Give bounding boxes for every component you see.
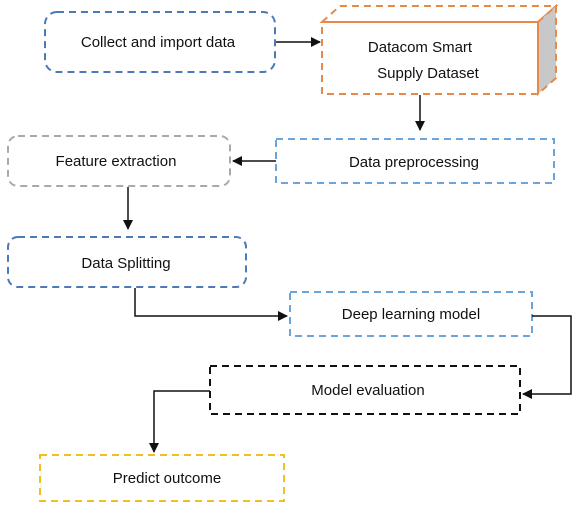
node-feature-extraction: Feature extraction bbox=[7, 135, 231, 187]
node-collect-box bbox=[44, 11, 276, 73]
node-preprocess-label: Data preprocessing bbox=[349, 154, 479, 171]
node-model-box bbox=[289, 291, 533, 337]
arrow-model-to-evaluation bbox=[522, 315, 572, 399]
node-predict-box bbox=[39, 454, 285, 502]
node-dataset-label-line2: Supply Dataset bbox=[377, 65, 480, 82]
arrow-splitting-to-model bbox=[134, 288, 288, 321]
node-split-label: Data Splitting bbox=[81, 255, 170, 272]
node-split-box bbox=[7, 236, 247, 288]
node-data-preprocessing: Data preprocessing bbox=[275, 138, 555, 184]
node-predict-outcome: Predict outcome bbox=[39, 454, 285, 502]
node-model-evaluation: Model evaluation bbox=[209, 365, 521, 415]
node-model-label: Deep learning model bbox=[342, 306, 480, 323]
node-feature-label: Feature extraction bbox=[56, 153, 177, 170]
node-dataset-front-face bbox=[321, 21, 539, 95]
node-data-splitting: Data Splitting bbox=[7, 236, 247, 288]
node-evaluation-label: Model evaluation bbox=[311, 382, 424, 399]
node-dataset: Datacom Smart Supply Dataset bbox=[319, 3, 559, 97]
node-dataset-top-face bbox=[319, 5, 559, 23]
node-collect-label: Collect and import data bbox=[81, 34, 236, 51]
arrow-evaluation-to-predict bbox=[149, 390, 210, 453]
node-collect-import-data: Collect and import data bbox=[44, 11, 276, 73]
node-predict-label: Predict outcome bbox=[113, 470, 221, 487]
node-deep-learning-model: Deep learning model bbox=[289, 291, 533, 337]
node-feature-box bbox=[7, 135, 231, 187]
node-preprocess-box bbox=[275, 138, 555, 184]
node-dataset-label-line1: Datacom Smart bbox=[368, 39, 473, 56]
node-dataset-side-face bbox=[537, 3, 557, 97]
